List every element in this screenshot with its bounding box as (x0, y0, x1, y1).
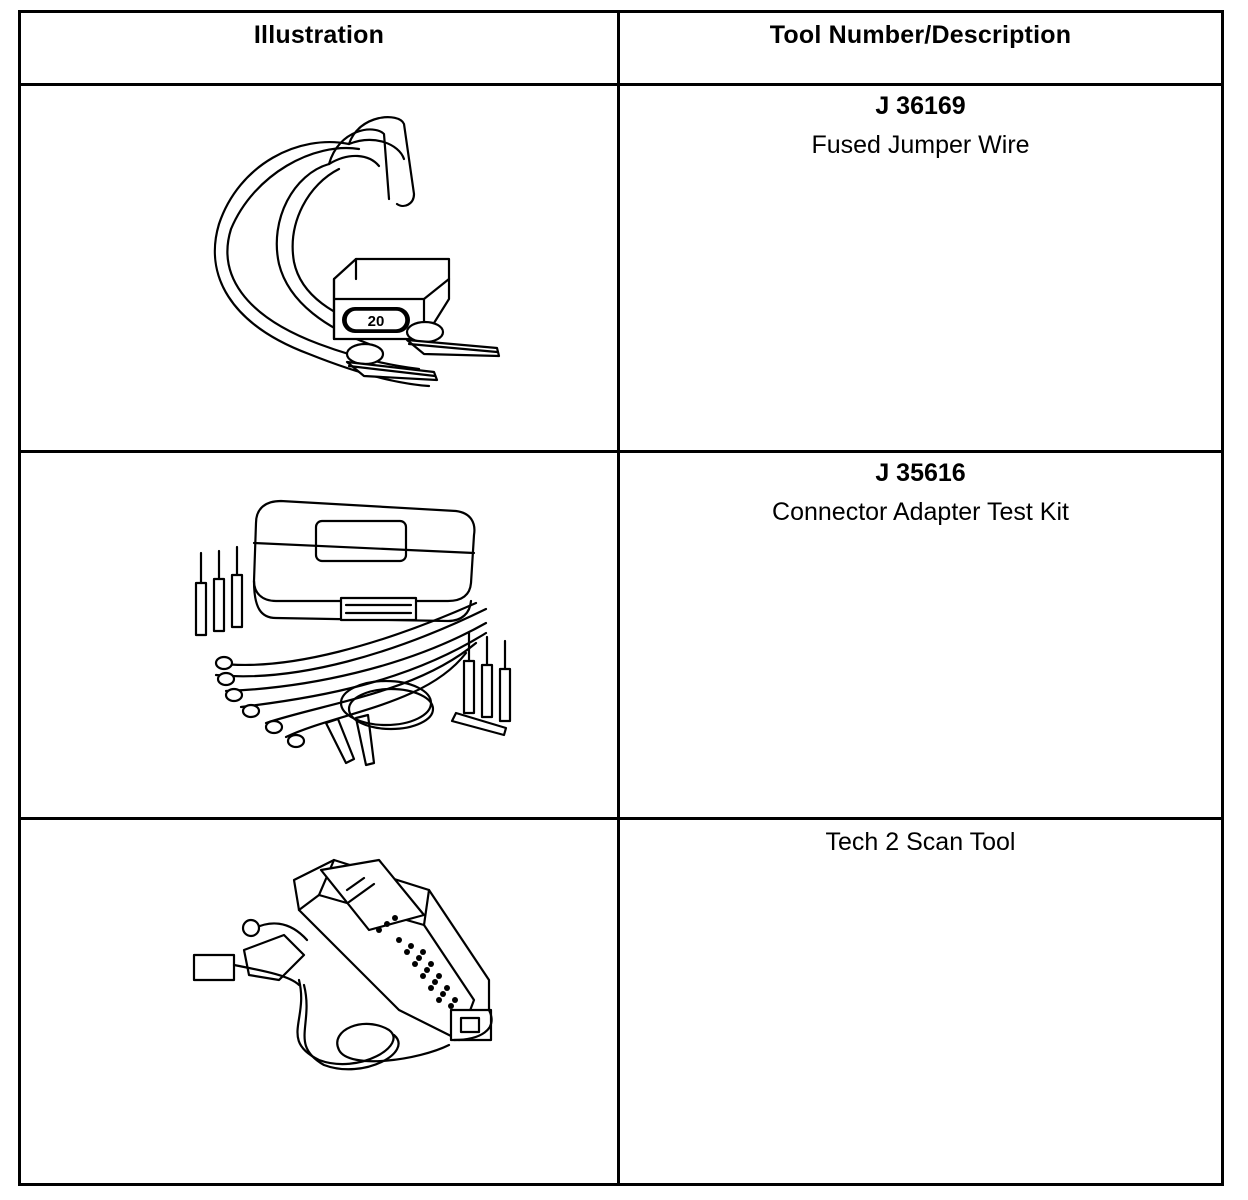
tool-cell: J 35616 Connector Adapter Test Kit (620, 453, 1221, 817)
table-row: Tech 2 Scan Tool (21, 820, 1221, 1183)
fuse-rating-label: 20 (368, 313, 385, 330)
header-cell-tool: Tool Number/Description (620, 13, 1221, 83)
header-tool-number-description: Tool Number/Description (769, 21, 1072, 49)
header-illustration: Illustration (253, 21, 385, 49)
fused-jumper-wire-icon: 20 (213, 116, 501, 388)
tool-description: Tech 2 Scan Tool (825, 828, 1016, 856)
tool-cell: Tech 2 Scan Tool (620, 820, 1221, 1183)
tool-cell: J 36169 Fused Jumper Wire (620, 86, 1221, 450)
illustration-cell (21, 820, 620, 1183)
tool-description: Connector Adapter Test Kit (772, 498, 1069, 526)
illustration-cell: 20 (21, 86, 620, 450)
table-row: J 35616 Connector Adapter Test Kit (21, 453, 1221, 820)
connector-adapter-test-kit-icon (194, 499, 512, 767)
tool-number: J 36169 (875, 92, 966, 120)
tool-table: Illustration Tool Number/Description (18, 10, 1224, 1186)
table-header-row: Illustration Tool Number/Description (21, 13, 1221, 86)
tool-number: J 35616 (875, 459, 966, 487)
table-row: 20 J 36169 Fused Jumper Wire (21, 86, 1221, 453)
illustration-cell (21, 453, 620, 817)
tech-2-scan-tool-icon (192, 858, 493, 1071)
header-cell-illustration: Illustration (21, 13, 620, 83)
tool-description: Fused Jumper Wire (811, 131, 1030, 159)
